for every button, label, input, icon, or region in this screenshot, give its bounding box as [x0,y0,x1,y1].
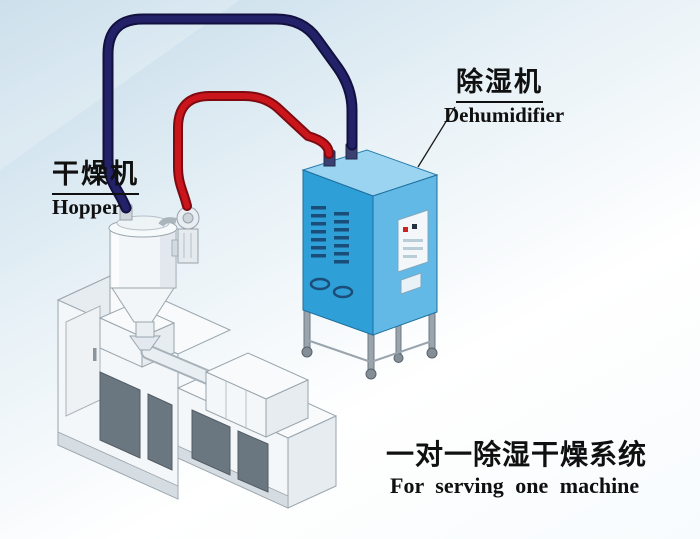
base-door-panel [191,409,231,476]
front-gauge-oval [309,277,331,291]
caster-wheel [301,346,313,358]
blower-elbow-pipe [158,217,177,227]
caster-wheel [393,353,404,363]
panel-line [403,255,417,258]
leg-brace [306,339,372,363]
label-pointer-line [417,106,456,168]
door-handle [93,348,97,361]
caster-wheel [426,347,438,359]
hopper-body-highlight [112,229,119,287]
cabinet-door-panel [99,371,141,459]
front-gauge-oval [332,285,354,299]
dehumidifier-leg [428,309,436,350]
panel-button-dark [412,224,417,229]
caster-wheel [365,368,377,380]
side-sticker [400,272,422,295]
vent-slots [311,206,349,264]
cover-side [265,379,309,438]
caption-cn: 一对一除湿干燥系统 [386,438,648,471]
hopper-label-cn: 干燥机 [52,160,139,195]
red-pipe [173,91,334,211]
dehumidifier-leg [367,332,375,371]
dehumidifier-label-cn: 除湿机 [456,68,543,103]
cabinet-kick-plate [57,431,179,500]
navy-pipe [102,13,358,214]
base-right-face [287,415,337,509]
control-panel [397,209,429,273]
extruder-barrel [142,346,220,386]
dehumidifier-label-en: Dehumidifier [444,103,565,127]
panel-line [403,239,423,242]
dehumidifier-unit [301,142,439,380]
cabinet-door-panel [147,393,173,471]
panel-line [403,247,423,250]
dehumidifier-leg [303,307,311,349]
base-door-panel [237,430,269,493]
blower-fan-hub [182,212,194,224]
panel-button-red [403,227,408,232]
hopper-label-en: Hopper [52,195,121,219]
leg-brace [370,340,433,363]
hopper-body-shade [160,229,175,287]
extruder-machine [56,275,338,509]
background-streak [0,0,240,170]
blower-housing [177,228,199,264]
caption-en: For serving one machine [390,473,640,498]
hopper-outlet-pipe [135,321,155,338]
